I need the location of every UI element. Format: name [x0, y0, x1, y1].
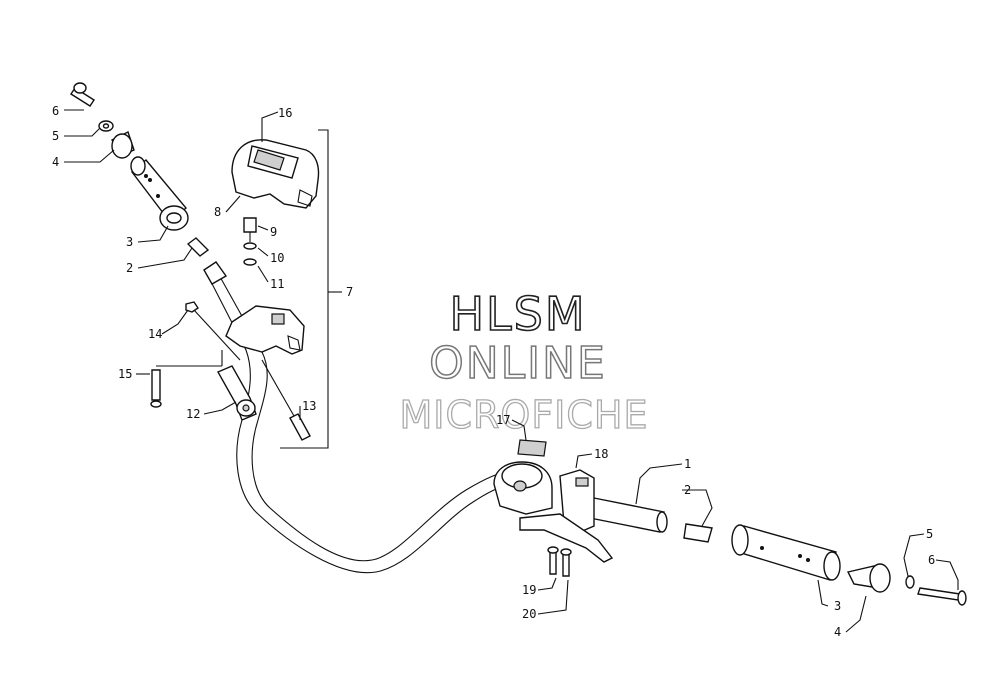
callout-4-left: 4: [52, 155, 59, 169]
callout-3-left: 3: [126, 235, 133, 249]
callout-6-right: 6: [928, 553, 935, 567]
leader-lines: [64, 109, 959, 633]
callout-13: 13: [302, 399, 316, 413]
right-grip-assembly: [683, 523, 967, 606]
callout-3-right: 3: [834, 599, 841, 613]
watermark-line-3: MICROFICHE: [399, 393, 648, 437]
left-grip-assembly: [70, 82, 210, 257]
watermark: HLSM ONLINE MICROFICHE: [399, 286, 648, 437]
callout-7: 7: [346, 285, 353, 299]
callout-2-left: 2: [126, 261, 133, 275]
callout-18: 18: [594, 447, 608, 461]
callouts: 6 5 4 3 2 16 8 9 10 11 7 14 15 12 13 17 …: [52, 104, 935, 639]
callout-10: 10: [270, 251, 284, 265]
callout-1: 1: [684, 457, 691, 471]
callout-20: 20: [522, 607, 536, 621]
callout-6-left: 6: [52, 104, 59, 118]
left-switch-housing: [150, 129, 329, 449]
callout-16: 16: [278, 106, 292, 120]
callout-5-left: 5: [52, 129, 59, 143]
callout-8: 8: [214, 205, 221, 219]
callout-5-right: 5: [926, 527, 933, 541]
callout-14: 14: [148, 327, 162, 341]
callout-4-right: 4: [834, 625, 841, 639]
callout-15: 15: [118, 367, 132, 381]
callout-11: 11: [270, 277, 284, 291]
callout-9: 9: [270, 225, 277, 239]
right-brake-assembly: [493, 439, 614, 577]
callout-19: 19: [522, 583, 536, 597]
watermark-line-1: HLSM: [449, 287, 586, 341]
callout-17: 17: [496, 413, 510, 427]
callout-12: 12: [186, 407, 200, 421]
watermark-line-2: ONLINE: [429, 338, 607, 389]
callout-2-right: 2: [684, 483, 691, 497]
